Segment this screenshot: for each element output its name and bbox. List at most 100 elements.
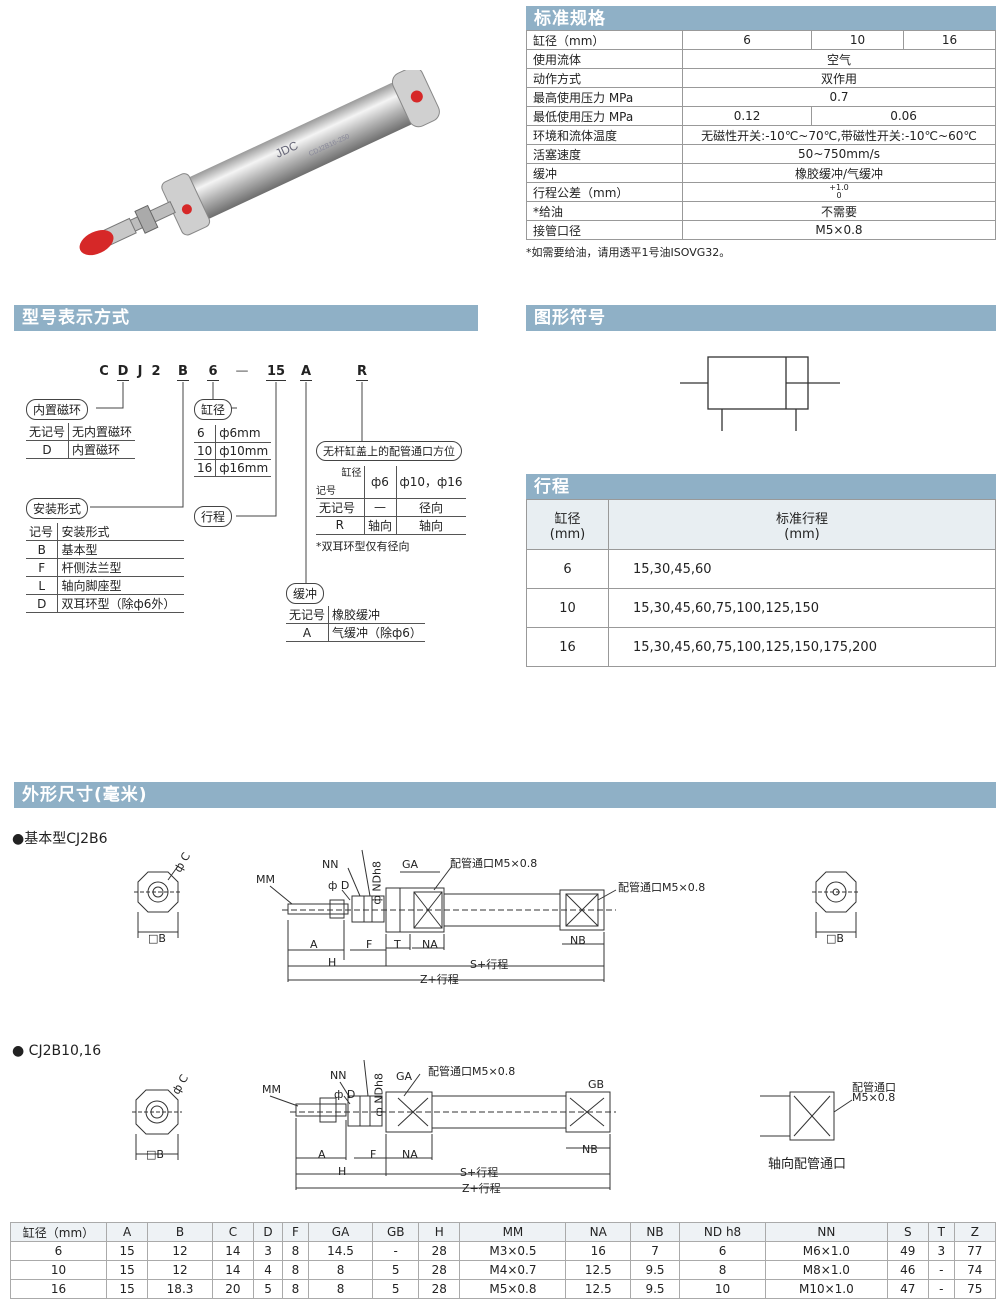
- dims-header-cell: F: [282, 1222, 309, 1242]
- cell: ф10，ф16: [396, 466, 466, 499]
- cell: 15,30,45,60,75,100,125,150,175,200: [608, 627, 996, 667]
- dim-boxB: □B: [148, 932, 166, 945]
- spec-cell: 10: [811, 30, 905, 50]
- dims-cell: 4: [253, 1260, 284, 1280]
- dims-cell: 7: [630, 1241, 681, 1261]
- drawing-cj2b6: [134, 849, 860, 982]
- port-label: 无杆缸盖上的配管通口方位: [316, 441, 462, 461]
- cell: 15,30,45,60,75,100,125,150: [608, 588, 996, 628]
- dims-cell: 49: [886, 1241, 929, 1261]
- dim2-GA: GA: [396, 1070, 413, 1083]
- dims-cell: 16: [10, 1279, 107, 1299]
- dims-cell: 46: [886, 1260, 929, 1280]
- dims-header-cell: GB: [372, 1222, 420, 1242]
- dims-cell: 3: [927, 1241, 955, 1261]
- code-char: —: [235, 364, 249, 379]
- dim-port-right: 配管通口M5×0.8: [618, 881, 706, 894]
- cell: F: [26, 558, 59, 577]
- cylinder-symbol: [680, 356, 840, 431]
- dim2-MM: MM: [262, 1083, 281, 1096]
- dim-Z: Z+行程: [420, 973, 459, 986]
- dim2-port2: 配管通口: [852, 1081, 896, 1094]
- dims-header-cell: A: [105, 1222, 149, 1242]
- dim2-NN: NN: [330, 1069, 347, 1082]
- cell: 16: [194, 459, 217, 477]
- dim2-port2b: M5×0.8: [852, 1091, 896, 1104]
- code-char: A: [300, 364, 312, 381]
- dims-header-cell: MM: [459, 1222, 567, 1242]
- tol-upper: +1.0: [829, 183, 849, 192]
- dims-cell: 5: [372, 1260, 420, 1280]
- dim-boxB-right: □B: [826, 932, 844, 945]
- spec-cell: 0.06: [811, 106, 996, 126]
- dims-header-cell: H: [418, 1222, 461, 1242]
- spec-row: 使用流体空气: [526, 49, 996, 69]
- dim-S: S+行程: [470, 958, 509, 971]
- stroke-header: 缸径(mm) 标准行程(mm): [526, 499, 996, 550]
- dim2-phiD: ф D: [334, 1088, 356, 1101]
- spec-value: 50~750mm/s: [682, 144, 996, 164]
- spec-value: 0.7: [682, 87, 996, 107]
- dims-cell: 77: [953, 1241, 997, 1261]
- dim2-NB: NB: [582, 1143, 598, 1156]
- head-mark: 记号: [316, 485, 336, 497]
- cell: 轴向: [364, 516, 397, 535]
- cell: ф6: [364, 466, 397, 499]
- dims-cell: 8: [282, 1279, 309, 1299]
- drawing-cj2b10-16: [132, 1059, 853, 1190]
- dim2-port: 配管通口M5×0.8: [428, 1065, 516, 1078]
- dims-cell: M3×0.5: [459, 1241, 567, 1261]
- code-char: R: [356, 364, 368, 381]
- dim-phiD: ф D: [328, 879, 350, 892]
- cell: D: [26, 594, 59, 613]
- spec-cell: 0.12: [681, 106, 813, 126]
- dim-F: F: [366, 938, 373, 951]
- spec-value: 空气: [682, 49, 996, 69]
- dim2-NA: NA: [402, 1148, 418, 1161]
- stroke-header-std: 标准行程(mm): [608, 499, 996, 550]
- spec-row: 环境和流体温度无磁性开关:-10℃~70℃,带磁性开关:-10℃~60℃: [526, 125, 996, 145]
- dims-cell: 12: [147, 1260, 213, 1280]
- dims-cell: 74: [953, 1260, 997, 1280]
- spec-label: *给油: [526, 201, 683, 221]
- cell: 无记号: [286, 606, 330, 624]
- code-char: B: [177, 364, 189, 381]
- cell: 6: [194, 425, 217, 443]
- dims-cell: 20: [211, 1279, 255, 1299]
- dims-cell: 8: [282, 1241, 309, 1261]
- magnet-label: 内置磁环: [26, 399, 89, 420]
- dims-cell: M6×1.0: [765, 1241, 888, 1261]
- dims-cell: 8: [307, 1279, 374, 1299]
- cell: L: [26, 576, 59, 595]
- cell: 基本型: [57, 540, 184, 559]
- cell: 15,30,45,60: [608, 549, 996, 589]
- dims-cell: 5: [372, 1279, 420, 1299]
- spec-row: *给油不需要: [526, 201, 996, 221]
- spec-label: 最高使用压力 MPa: [526, 87, 683, 107]
- dim-NN: NN: [322, 858, 339, 871]
- stroke-header-bore: 缸径(mm): [526, 499, 609, 550]
- dims-header-cell: S: [886, 1222, 929, 1242]
- spec-row: 动作方式双作用: [526, 68, 996, 88]
- spec-value: 橡胶缓冲/气缓冲: [682, 163, 996, 183]
- dims-header-cell: Z: [953, 1222, 997, 1242]
- dims-cell: 3: [253, 1241, 284, 1261]
- dims-cell: 9.5: [630, 1279, 681, 1299]
- cylinder-photo: JDC CDJ2B16-250: [79, 70, 440, 256]
- dims-cell: 8: [282, 1260, 309, 1280]
- dims-cell: -: [927, 1279, 955, 1299]
- spec-value: 无磁性开关:-10℃~70℃,带磁性开关:-10℃~60℃: [682, 125, 996, 145]
- cushion-label: 缓冲: [286, 583, 325, 604]
- cell: R: [316, 516, 365, 535]
- dims-cell: 6: [10, 1241, 107, 1261]
- cell: 轴向脚座型: [57, 576, 184, 595]
- spec-label: 接管口径: [526, 220, 683, 240]
- hdr: 缸径: [554, 511, 581, 527]
- dims-cell: -: [927, 1260, 955, 1280]
- dim2-boxB: □B: [146, 1148, 164, 1161]
